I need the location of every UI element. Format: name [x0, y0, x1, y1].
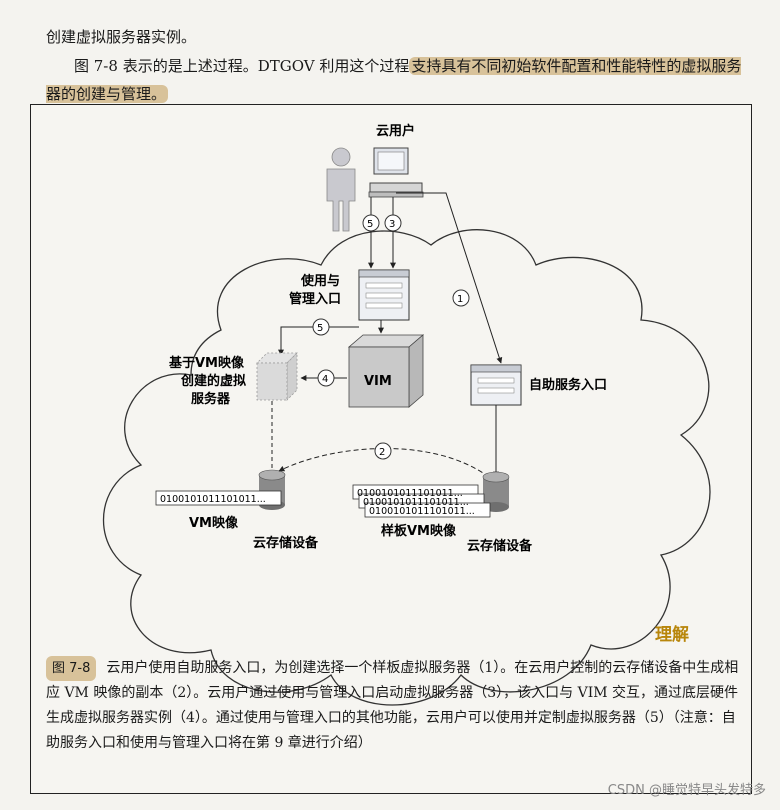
storage-right-label: 云存储设备 [467, 538, 533, 554]
figure-diagram: 云用户 使用与 管理入口 5 3 1 [102, 123, 711, 706]
self-service-label: 自助服务入口 [529, 377, 607, 393]
watermark: CSDN @睡觉特早头发特多 [607, 783, 766, 798]
computer-icon [368, 147, 424, 198]
virtual-server-icon [256, 352, 298, 401]
vs-label-2: 创建的虚拟 [180, 373, 246, 389]
bits-left: 0100101011101011... [160, 494, 266, 505]
figure-tag: 图 7-8 [46, 656, 97, 681]
step-5-mid: 5 [317, 323, 323, 334]
person-icon [326, 147, 356, 232]
vs-label-3: 服务器 [191, 391, 231, 407]
step-1: 1 [457, 294, 463, 305]
usage-portal-icon [358, 269, 410, 321]
figure-frame: 云用户 使用与 管理入口 5 3 1 [30, 104, 752, 794]
bits-right-2: 0100101011101011... [363, 497, 469, 508]
vim-label: VIM [364, 374, 392, 389]
vs-label-1: 基于VM映像 [168, 355, 245, 371]
bits-right-3: 0100101011101011... [369, 506, 475, 517]
cloud-shape [102, 229, 711, 706]
usage-portal-label-2: 管理入口 [289, 291, 341, 307]
step-5-top: 5 [367, 219, 373, 230]
vim-box [347, 334, 425, 408]
caption-text: 云用户使用自助服务入口，为创建选择一个样板虚拟服务器（1）。在云用户控制的云存储… [46, 660, 739, 751]
cloud-user-label: 云用户 [376, 123, 415, 139]
bits-right-1: 0100101011101011... [357, 488, 463, 499]
storage-left-label: 云存储设备 [253, 535, 319, 551]
self-service-portal-icon [470, 364, 522, 406]
vm-image-label: VM映像 [189, 515, 239, 531]
step-2: 2 [379, 447, 385, 458]
step-4: 4 [322, 374, 328, 385]
handwritten-note: 理解 [655, 625, 689, 645]
step-3-top: 3 [389, 219, 395, 230]
usage-portal-label-1: 使用与 [300, 273, 340, 289]
para-plain: 图 7-8 表示的是上述过程。DTGOV 利用这个过程 [74, 57, 410, 75]
template-vm-image-label: 样板VM映像 [381, 523, 457, 539]
body-paragraph: 图 7-8 表示的是上述过程。DTGOV 利用这个过程支持具有不同初始软件配置和… [46, 52, 746, 108]
intro-line: 创建虚拟服务器实例。 [46, 28, 197, 46]
